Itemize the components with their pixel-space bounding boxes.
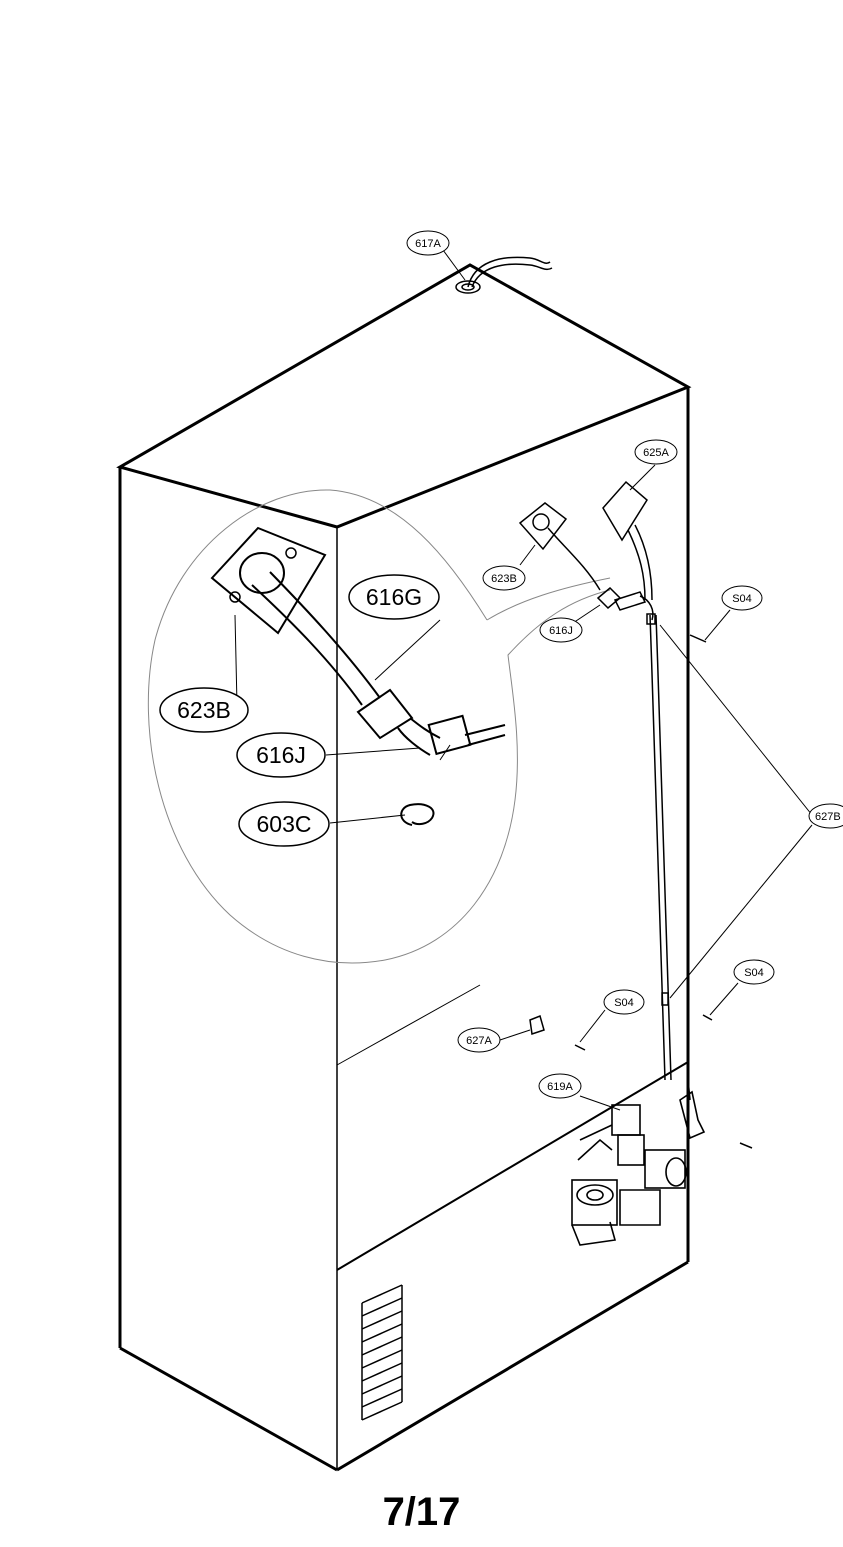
- callout-623B-small-label: 623B: [491, 573, 517, 585]
- refrigerator-cabinet: [116, 263, 692, 1472]
- callout-616J-large-label: 616J: [256, 742, 306, 768]
- coupler-large: [427, 714, 472, 756]
- detail-parts-small: [518, 480, 672, 1081]
- callout-S04-top-label: S04: [732, 593, 752, 605]
- callout-627B: 627B: [808, 803, 843, 829]
- fasteners: [529, 634, 753, 1149]
- callout-616G: 616G: [348, 574, 440, 620]
- cabinet-top-face: [116, 263, 692, 529]
- water-valve-619A: [571, 1079, 706, 1246]
- callout-619A: 619A: [538, 1073, 582, 1099]
- callouts-small: 617A 625A 623B 616J S04 627B S04 S04: [406, 230, 843, 1099]
- detail-parts-large: [210, 526, 506, 826]
- callout-623B-large-label: 623B: [177, 697, 231, 723]
- vent-grille: [361, 1284, 403, 1421]
- callout-619A-label: 619A: [547, 1081, 573, 1093]
- callout-S04-mid-label: S04: [744, 967, 764, 979]
- callout-603C: 603C: [238, 801, 330, 847]
- callout-617A-label: 617A: [415, 238, 441, 250]
- clamp-627A: [529, 1014, 545, 1035]
- water-line: [649, 614, 666, 1081]
- callout-616G-label: 616G: [366, 584, 422, 610]
- callout-616J-large: 616J: [236, 732, 326, 778]
- callout-625A-label: 625A: [643, 447, 669, 459]
- valve-mount-plate-623B-large: [210, 526, 327, 635]
- sensor-625A: [602, 480, 648, 542]
- callout-S04-low-label: S04: [614, 997, 634, 1009]
- callout-627B-label: 627B: [815, 811, 841, 823]
- callout-S04-top: S04: [721, 585, 763, 611]
- callout-S04-low: S04: [603, 989, 645, 1015]
- callout-617A: 617A: [406, 230, 450, 256]
- leader-lines: [234, 249, 813, 1111]
- callout-627A: 627A: [457, 1027, 501, 1053]
- callout-616J-small: 616J: [539, 617, 583, 643]
- callout-603C-label: 603C: [257, 811, 312, 837]
- tube-fitting-616J-large: [356, 688, 414, 740]
- callouts-large: 616G 623B 616J 603C: [159, 574, 440, 847]
- clip-603C: [400, 803, 435, 826]
- page-number: 7/17: [382, 1490, 461, 1534]
- callout-S04-mid: S04: [733, 959, 775, 985]
- callout-627A-label: 627A: [466, 1035, 492, 1047]
- callout-616J-small-label: 616J: [549, 625, 573, 637]
- grommet-617A: [455, 256, 553, 294]
- valve-mount-plate-623B-small: [518, 502, 568, 551]
- callout-625A: 625A: [634, 439, 678, 465]
- callout-623B-large: 623B: [159, 687, 249, 733]
- callout-623B-small: 623B: [482, 565, 526, 591]
